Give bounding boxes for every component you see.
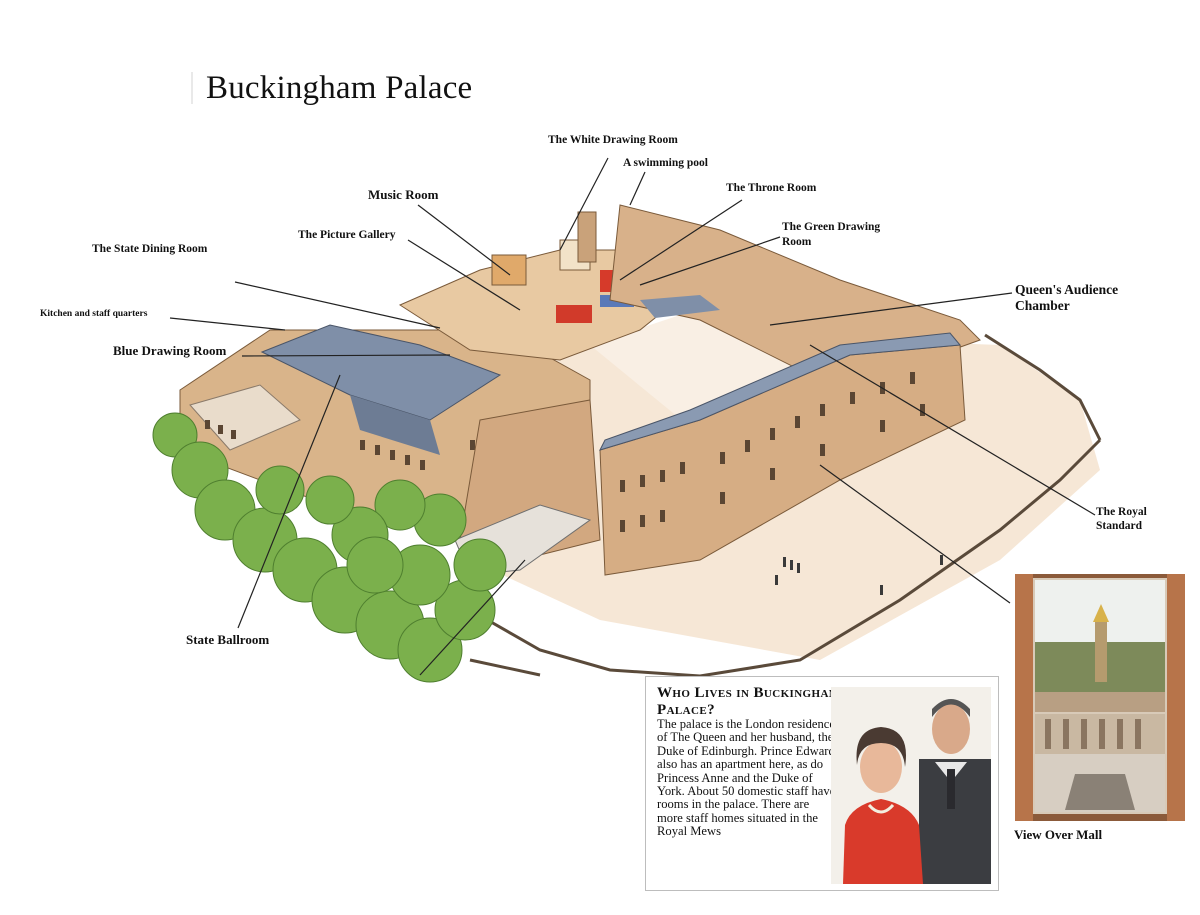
label-blue-drawing-room: Blue Drawing Room bbox=[113, 343, 227, 358]
picture-gallery-red bbox=[556, 305, 592, 323]
label-picture-gallery: The Picture Gallery bbox=[298, 229, 396, 241]
side-railings bbox=[984, 333, 1102, 441]
front-railings bbox=[469, 438, 1102, 678]
label-green-drawing-room-line1: The Green Drawing bbox=[782, 221, 881, 233]
label-queens-audience-line2: Chamber bbox=[1015, 298, 1070, 313]
east-front-windows bbox=[620, 372, 925, 532]
label-view-over-mall: View Over Mall bbox=[1014, 827, 1103, 842]
label-queens-audience-line1: Queen's Audience bbox=[1015, 282, 1119, 297]
label-green-drawing-room-line2: Room bbox=[782, 236, 812, 248]
music-room-dome bbox=[491, 254, 527, 286]
label-white-drawing-room: The White Drawing Room bbox=[548, 134, 678, 146]
label-swimming-pool: A swimming pool bbox=[623, 157, 708, 169]
rear-railings bbox=[469, 658, 541, 677]
label-music-room: Music Room bbox=[368, 187, 439, 202]
page-title: Buckingham Palace bbox=[206, 70, 473, 106]
info-heading-line1: Who Lives in Buckingham bbox=[657, 685, 840, 701]
garden-trees bbox=[152, 412, 507, 683]
east-front-roof bbox=[599, 332, 961, 451]
label-state-dining-room: The State Dining Room bbox=[92, 243, 208, 255]
west-wing-roof-2 bbox=[350, 395, 440, 455]
royal-portrait-photo bbox=[831, 687, 991, 884]
info-box: Who Lives in Buckingham Palace? The pala… bbox=[645, 676, 999, 891]
label-throne-room: The Throne Room bbox=[726, 182, 817, 194]
west-wing-terrace bbox=[189, 384, 301, 451]
guards bbox=[775, 555, 943, 595]
label-kitchen-staff: Kitchen and staff quarters bbox=[40, 309, 148, 319]
info-body: The palace is the London residence of Th… bbox=[657, 717, 836, 839]
label-royal-standard-line2: Standard bbox=[1096, 520, 1143, 532]
tower bbox=[577, 211, 597, 263]
info-heading: Who Lives in Buckingham Palace? bbox=[657, 685, 840, 719]
north-wing-roof bbox=[640, 295, 720, 318]
info-heading-line2: Palace? bbox=[657, 702, 715, 718]
leader-lines bbox=[169, 157, 1096, 676]
label-royal-standard-line1: The Royal bbox=[1096, 506, 1147, 518]
view-over-mall-photo bbox=[1015, 574, 1185, 821]
label-state-ballroom: State Ballroom bbox=[186, 632, 270, 647]
title-divider bbox=[191, 72, 193, 104]
